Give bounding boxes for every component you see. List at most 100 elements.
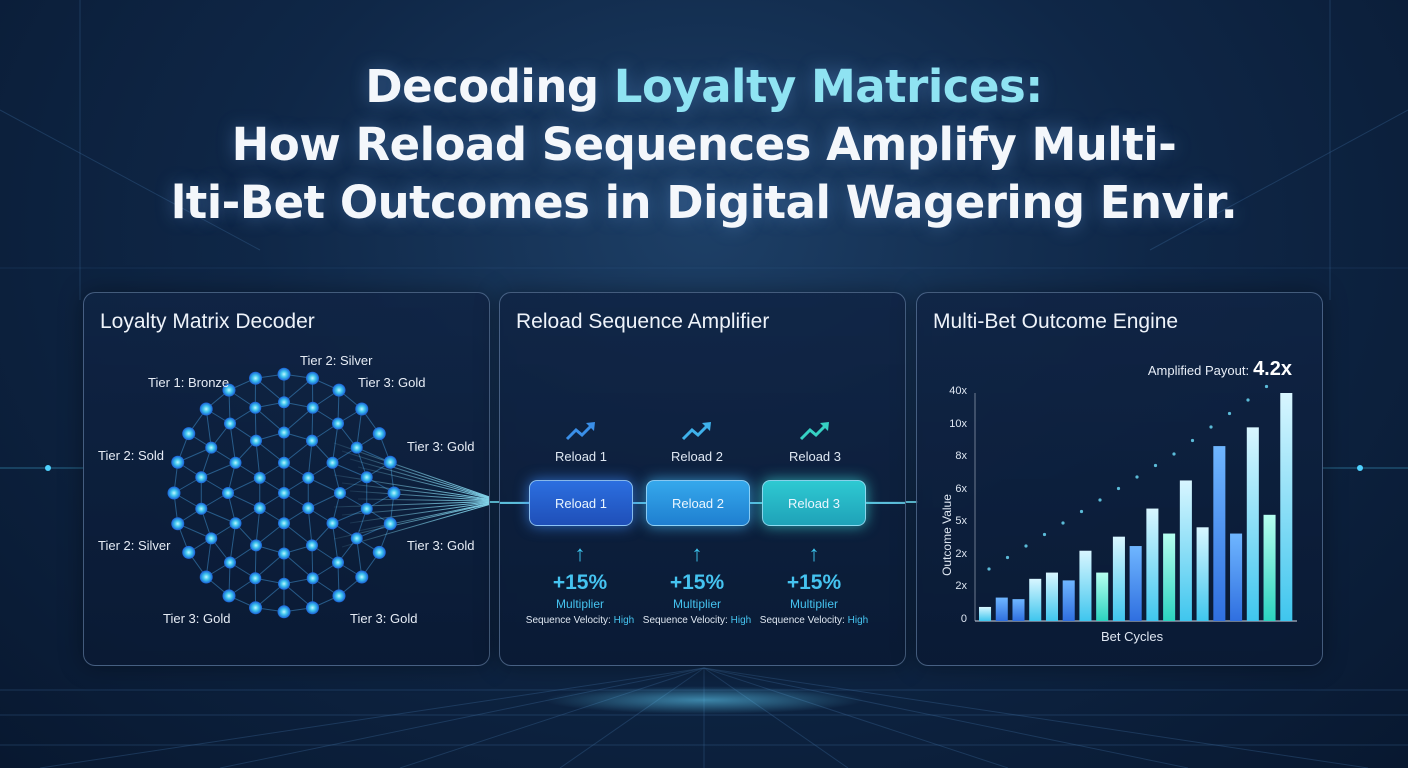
network-node bbox=[302, 502, 315, 515]
network-node bbox=[305, 601, 319, 615]
bar bbox=[1096, 572, 1109, 621]
multiplier-percent: +15% bbox=[552, 571, 608, 594]
network-node bbox=[277, 367, 291, 381]
network-node bbox=[302, 471, 315, 484]
reload-3-button[interactable]: Reload 3 bbox=[762, 480, 866, 526]
trend-up-icon bbox=[799, 422, 829, 441]
network-node bbox=[278, 426, 290, 439]
network-node bbox=[229, 517, 242, 530]
x-axis-label: Bet Cycles bbox=[1101, 629, 1164, 644]
tier-label: Tier 3: Gold bbox=[407, 439, 475, 454]
network-node bbox=[250, 539, 262, 552]
bar bbox=[1246, 427, 1259, 621]
network-node bbox=[278, 547, 290, 560]
y-tick-label: 40x bbox=[949, 385, 967, 397]
network-node bbox=[350, 441, 363, 454]
bar bbox=[979, 606, 992, 621]
network-node bbox=[249, 371, 263, 385]
network-node bbox=[171, 517, 185, 531]
amplified-payout: Amplified Payout:4.2x bbox=[1147, 358, 1292, 380]
reload-step-3: Reload 3 bbox=[760, 419, 870, 464]
reload-step-2: Reload 2 bbox=[642, 419, 752, 464]
network-node bbox=[387, 486, 401, 500]
bar bbox=[1179, 480, 1192, 621]
sequence-velocity: Sequence Velocity: High bbox=[642, 615, 752, 626]
up-arrow-icon: ↑ bbox=[808, 541, 820, 566]
network-node bbox=[331, 417, 344, 430]
network-node bbox=[250, 434, 262, 447]
tier-label: Tier 1: Bronze bbox=[148, 375, 230, 390]
network-node bbox=[278, 577, 290, 590]
tier-label: Tier 3: Gold bbox=[358, 375, 426, 390]
bar bbox=[1112, 536, 1125, 621]
reload-1-button[interactable]: Reload 1 bbox=[529, 480, 633, 526]
network-node bbox=[171, 455, 185, 469]
reload-label: Reload 3 bbox=[788, 449, 842, 464]
outcome-bar-chart bbox=[974, 384, 1297, 622]
loyalty-matrix-panel: Loyalty Matrix Decoder Tier 2: Silver Ti… bbox=[83, 292, 490, 666]
tier-label: Tier 3: Gold bbox=[163, 611, 231, 626]
panel-title: Multi-Bet Outcome Engine bbox=[933, 310, 1179, 333]
network-node bbox=[331, 556, 344, 569]
network-node bbox=[195, 502, 208, 515]
network-node bbox=[182, 427, 196, 441]
reload-2-button[interactable]: Reload 2 bbox=[646, 480, 750, 526]
network-node bbox=[253, 502, 266, 515]
tier-label: Tier 2: Silver bbox=[98, 538, 171, 553]
network-node bbox=[253, 471, 266, 484]
network-node bbox=[355, 570, 369, 584]
network-node bbox=[278, 396, 290, 409]
bar bbox=[1029, 578, 1042, 621]
network-node bbox=[332, 383, 346, 397]
data-stream-rays bbox=[333, 442, 489, 548]
page-title: Decoding Loyalty Matrices: How Reload Se… bbox=[0, 58, 1408, 232]
network-node bbox=[249, 572, 262, 585]
network-node bbox=[222, 589, 236, 603]
multiplier-label: Multiplier bbox=[555, 597, 604, 611]
bar bbox=[1213, 446, 1226, 621]
network-node bbox=[326, 517, 339, 530]
outcome-engine-panel: Multi-Bet Outcome Engine Amplified Payou… bbox=[916, 292, 1323, 666]
bar bbox=[1263, 514, 1276, 621]
network-node bbox=[182, 545, 196, 559]
network-node bbox=[372, 427, 386, 441]
y-tick-label: 0 bbox=[960, 613, 967, 625]
network-node bbox=[205, 441, 218, 454]
network-node bbox=[334, 487, 346, 499]
network-node bbox=[249, 401, 262, 414]
network-node bbox=[326, 456, 339, 469]
network-node bbox=[277, 605, 291, 619]
title-line-1: Decoding Loyalty Matrices: bbox=[365, 60, 1043, 113]
y-tick-label: 2x bbox=[955, 547, 967, 560]
trend-dots bbox=[987, 384, 1269, 571]
up-arrow-icon: ↑ bbox=[691, 541, 703, 566]
reload-label: Reload 2 bbox=[670, 449, 724, 464]
reload-step-1: Reload 1 bbox=[526, 419, 636, 464]
tier-label: Tier 2: Silver bbox=[300, 353, 373, 368]
bar bbox=[1129, 546, 1142, 621]
network-node bbox=[332, 589, 346, 603]
network-node bbox=[278, 456, 290, 469]
title-accent: Loyalty Matrices: bbox=[613, 60, 1043, 113]
network-node bbox=[167, 486, 181, 500]
network-node bbox=[372, 545, 386, 559]
network-node bbox=[205, 532, 218, 545]
y-tick-label: 6x bbox=[955, 482, 967, 495]
trend-up-icon bbox=[681, 422, 711, 441]
bar bbox=[1196, 527, 1209, 621]
tier-label: Tier 2: Sold bbox=[98, 448, 164, 463]
network-node bbox=[278, 487, 290, 499]
title-line-3: lti-Bet Outcomes in Digital Wagering Env… bbox=[170, 176, 1238, 229]
reload-label: Reload 1 bbox=[554, 449, 608, 464]
panel-title: Reload Sequence Amplifier bbox=[516, 310, 770, 333]
bar bbox=[1062, 580, 1075, 621]
network-node bbox=[199, 402, 213, 416]
network-node bbox=[195, 471, 208, 484]
y-tick-label: 5x bbox=[955, 515, 967, 528]
network-node bbox=[360, 471, 373, 484]
multiplier-label: Multiplier bbox=[672, 597, 721, 611]
network-node bbox=[224, 556, 237, 569]
multiplier-percent: +15% bbox=[786, 571, 842, 594]
bar bbox=[1230, 533, 1243, 621]
panel-title: Loyalty Matrix Decoder bbox=[100, 310, 315, 333]
